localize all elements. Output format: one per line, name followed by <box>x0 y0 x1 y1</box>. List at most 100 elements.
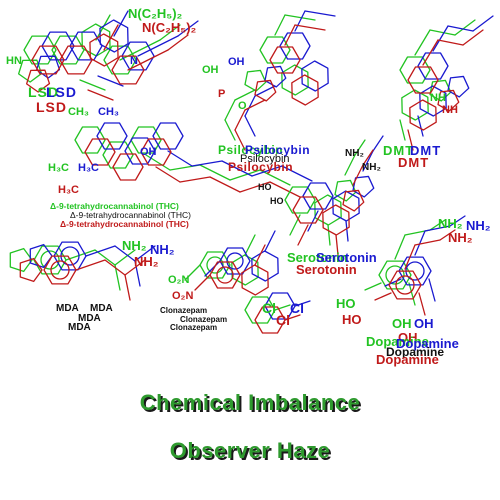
psilocybin-name-green: Psilocybin <box>218 143 284 157</box>
dopamine-bond-2-0 <box>404 244 416 270</box>
psilocybin-bond-0-1 <box>284 14 316 21</box>
serotonin-bond-0-1 <box>354 139 366 156</box>
thc-ring-2-2 <box>140 138 172 166</box>
title-line2-text: Observer Haze <box>169 438 331 463</box>
psilocybin-bond-2-1 <box>294 24 326 31</box>
dmt-bond-1-2 <box>472 15 494 32</box>
dmt-bond-0-3 <box>399 119 406 141</box>
psilocybin-ring-1-0 <box>279 32 311 60</box>
clonazepam-bond-2-1 <box>254 244 266 266</box>
clonazepam-bond-0-1 <box>244 234 256 256</box>
title-observer-haze: Observer Haze Observer Haze <box>0 438 500 468</box>
dmt-bond-0-0 <box>414 29 431 56</box>
mda-ring-2-1 <box>19 257 43 283</box>
mda-bond-0-1 <box>94 249 116 266</box>
serotonin-bond-2-0 <box>352 164 364 186</box>
dmt-ring-2-1 <box>409 99 437 131</box>
lsd-name-blue: LSD <box>46 84 77 100</box>
dopamine-bond-1-0 <box>414 230 426 256</box>
serotonin-ring-2-2 <box>342 189 365 212</box>
dmt-bond-0-1 <box>429 29 456 36</box>
serotonin-bond-1-1 <box>372 135 384 152</box>
title-line1-text: Chemical Imbalance <box>139 390 361 415</box>
thc-bond-2-3 <box>239 181 271 193</box>
clonazepam-bond-2-0 <box>194 274 211 291</box>
mda-name-1: MDA <box>56 303 79 314</box>
dopamine-ring-2-1 <box>395 275 415 295</box>
thc-name-black: Δ-9-tetrahydrocannabinol (THC) <box>70 210 191 220</box>
lsd-bond-1-2 <box>113 10 129 37</box>
dmt-bond-2-0 <box>422 39 439 66</box>
mda-bond-2-0 <box>75 259 106 271</box>
psilocybin-bond-2-4 <box>234 129 246 151</box>
thc-bond-2-2 <box>209 176 241 193</box>
dmt-ring-1-2 <box>447 75 470 98</box>
dmt-nh-label-green: NH <box>430 92 446 104</box>
thc-ring-1-2 <box>152 122 184 150</box>
dopamine-bond-2-2 <box>439 229 456 241</box>
dopamine-bond-0-0 <box>394 234 406 260</box>
serotonin-name-red: Serotonin <box>296 262 357 277</box>
clonazepam-name-1: Clonazepam <box>160 306 208 315</box>
mda-bond-0-2 <box>114 249 136 266</box>
clonazepam-name-3: Clonazepam <box>170 323 218 332</box>
serotonin-ring-1-2 <box>352 175 375 198</box>
thc-ring-2-1 <box>112 153 144 181</box>
psilocybin-oh-label-green: OH <box>202 64 219 76</box>
dopamine-name-blue: Dopamine <box>396 336 459 351</box>
thc-bond-0-2 <box>199 164 231 181</box>
mda-ring-1-1 <box>29 243 53 269</box>
serotonin-bond-2-1 <box>362 149 374 166</box>
lsd-bond-1-0 <box>137 35 179 57</box>
dmt-ring-1-1 <box>419 85 447 117</box>
lsd-bond-2-1 <box>167 34 189 51</box>
thc-ring-2-0 <box>84 138 116 166</box>
psilocybin-bond-2-0 <box>284 24 296 46</box>
dmt-ring-2-0 <box>407 66 439 94</box>
clonazepam-bond-0-2 <box>274 304 291 311</box>
dopamine-nh2-label-red: NH₂ <box>448 230 473 245</box>
lsd-ring-2-3 <box>111 55 145 85</box>
dopamine-name-green: Dopamine <box>366 334 429 349</box>
dmt-name-blue: DMT <box>410 143 442 158</box>
dmt-bond-2-2 <box>462 29 484 46</box>
dopamine-ring-2-0 <box>388 270 422 300</box>
dopamine-ring-0-1 <box>385 265 405 285</box>
dopamine-name-red: Dopamine <box>376 352 439 367</box>
thc-bond-0-4 <box>259 169 291 186</box>
lsd-hn-label: HN <box>6 55 22 67</box>
psilocybin-bond-1-2 <box>254 85 276 97</box>
dopamine-oh-label-green: OH <box>392 316 412 331</box>
serotonin-bond-1-3 <box>345 220 349 242</box>
psilocybin-ring-2-1 <box>291 74 319 106</box>
serotonin-bond-2-2 <box>297 224 309 246</box>
lsd-bond-2-2 <box>103 24 119 51</box>
thc-bond-1-3 <box>251 165 283 177</box>
psilocybin-bond-1-3 <box>244 95 256 117</box>
psilocybin-oh-label-blue: OH <box>228 56 245 68</box>
dopamine-bond-1-4 <box>428 278 436 302</box>
dmt-bond-1-3 <box>417 115 424 137</box>
clonazepam-bond-1-1 <box>264 230 276 252</box>
psilocybin-bond-0-3 <box>224 99 236 121</box>
mda-ring-0-2 <box>40 250 60 270</box>
dmt-ring-1-0 <box>417 52 449 80</box>
lsd-amine-label-green: N(C₂H₅)₂ <box>128 6 183 21</box>
mda-name-3: MDA <box>78 313 101 324</box>
thc-bond-1-1 <box>191 160 223 167</box>
lsd-name-green: LSD <box>28 84 59 100</box>
serotonin-nh2-label-2: NH₂ <box>362 162 381 173</box>
serotonin-ring-1-0 <box>302 182 334 210</box>
mda-name-4: MDA <box>68 322 91 333</box>
mda-nh2-label-green: NH₂ <box>122 238 147 253</box>
lsd-bond-1-3 <box>97 75 124 87</box>
clonazepam-ring-1-1 <box>251 250 279 282</box>
dmt-name-green: DMT <box>383 143 415 158</box>
clonazepam-no2-label-green: O₂N <box>168 274 190 286</box>
mda-nh2-label-red: NH₂ <box>134 254 159 269</box>
serotonin-ho-label-2: HO <box>270 196 284 206</box>
psilocybin-name-red: Psilocybin <box>228 160 294 174</box>
thc-h3c-label-green: H₃C <box>48 162 69 174</box>
